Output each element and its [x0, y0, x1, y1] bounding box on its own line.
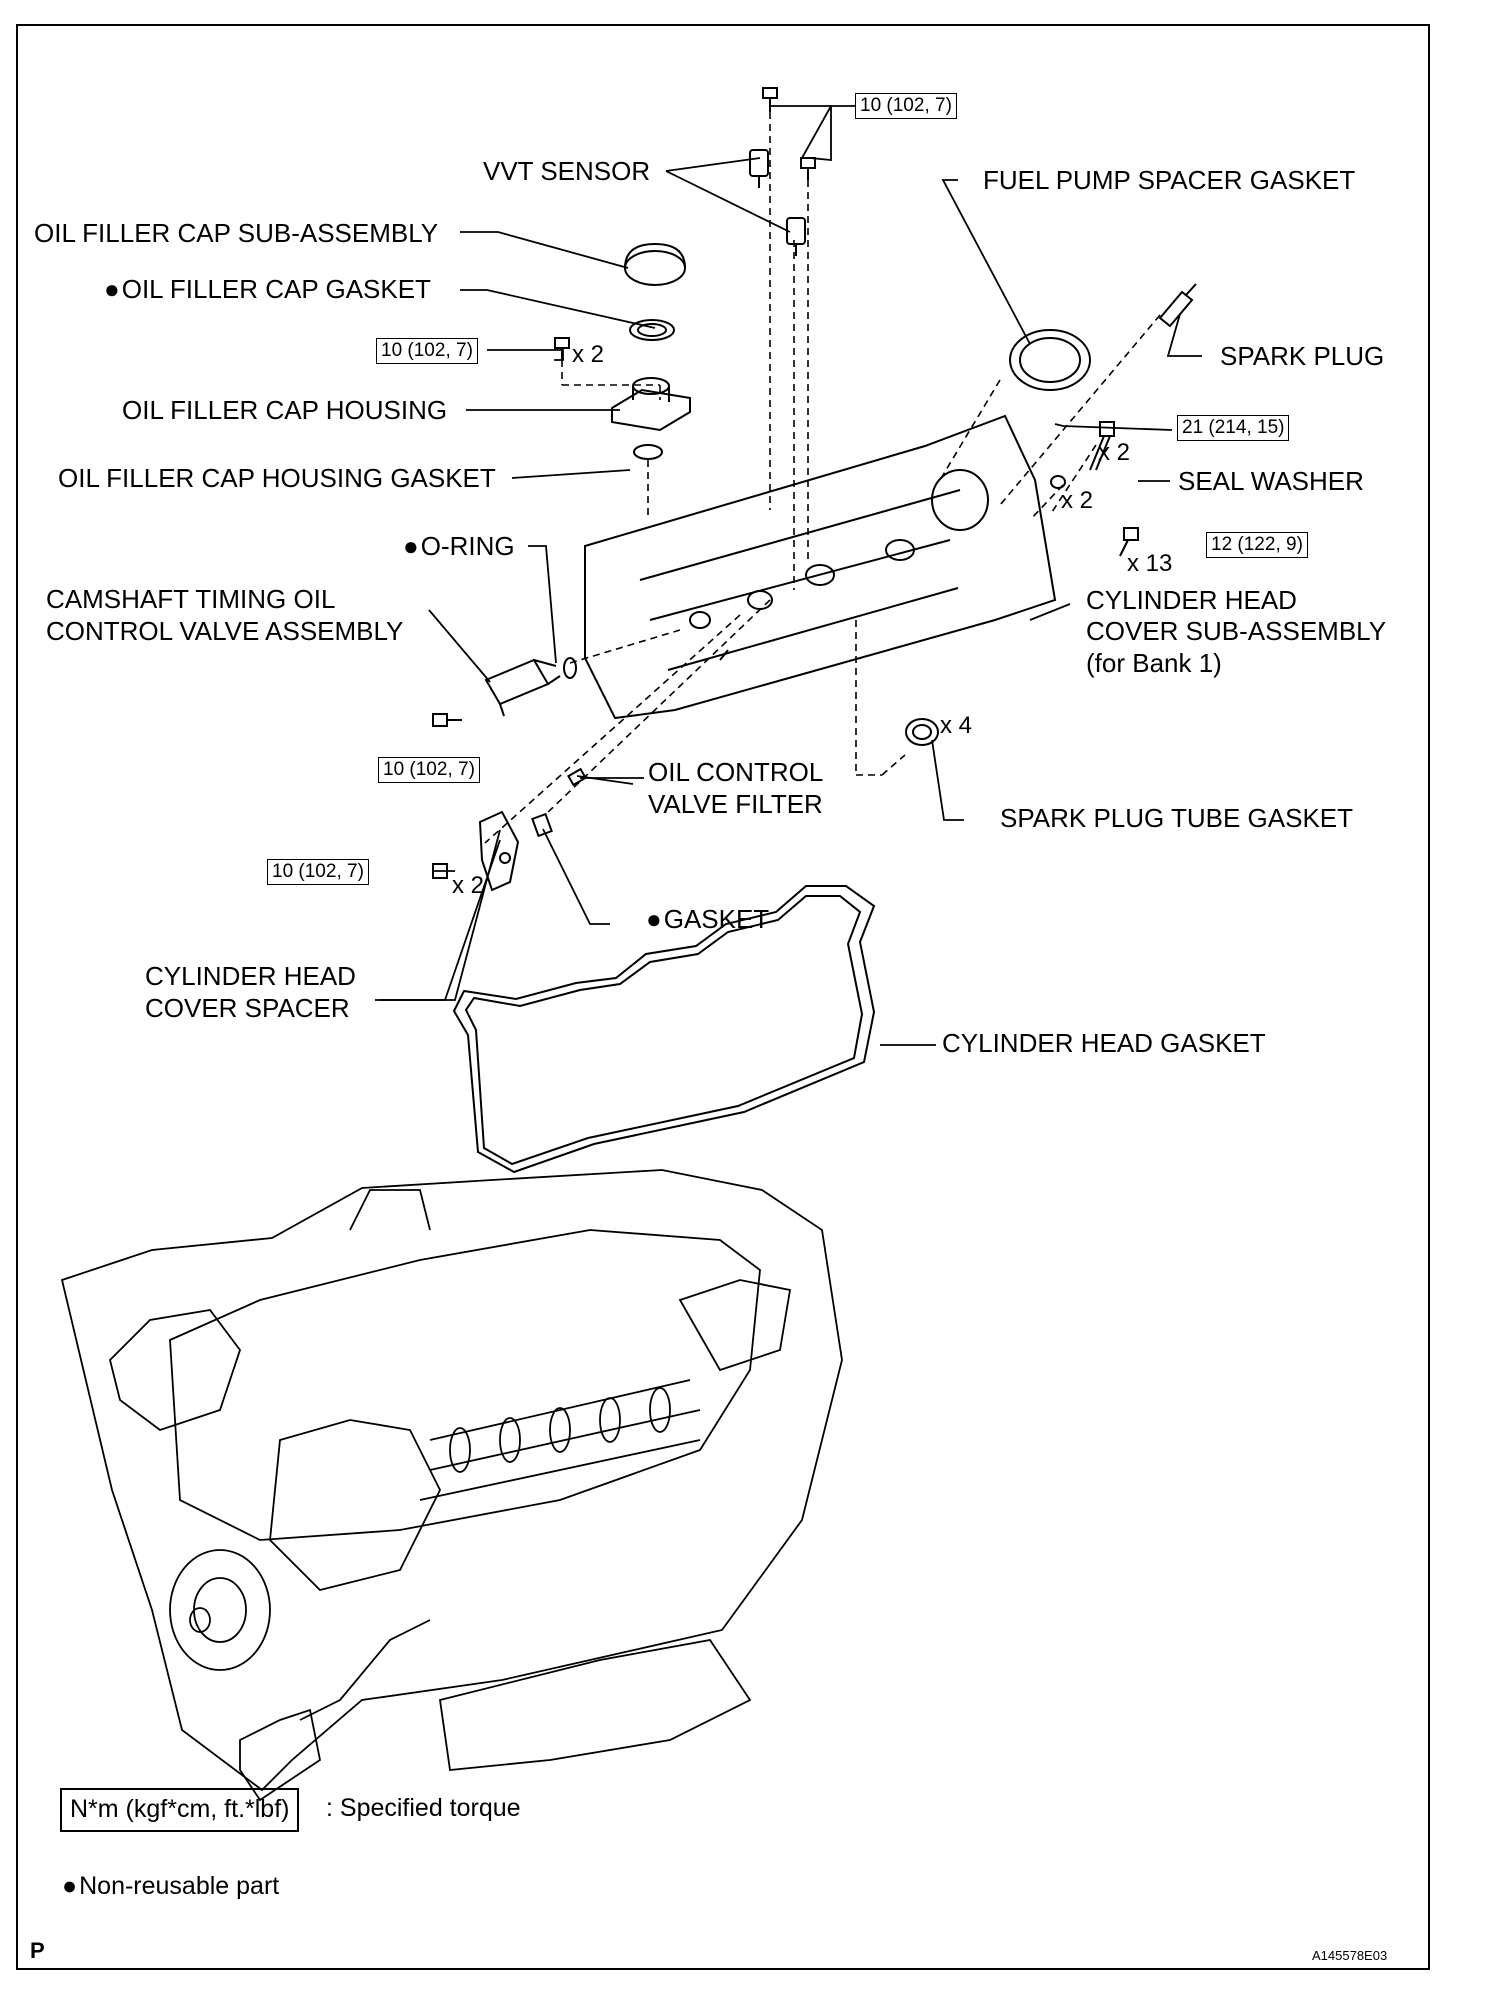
cover-bolt-icon	[1119, 527, 1139, 557]
oil-filler-cap-icon	[624, 242, 686, 286]
dashed-assembly-lines	[484, 112, 1161, 844]
qty-cover-bolts: x 13	[1127, 550, 1173, 577]
engine-assembly-icon	[60, 1169, 843, 1802]
qty-tube-gasket: x 4	[940, 712, 973, 739]
camshaft-timing-ocv-icon	[484, 658, 561, 717]
qty-stud-bolts: x 2	[1098, 439, 1131, 466]
qty-seal-washer: x 2	[1061, 487, 1094, 514]
spacer-bolt-icon	[432, 863, 448, 879]
label-camshaft-timing-line1: CAMSHAFT TIMING OIL	[46, 584, 336, 614]
spark-plug-tube-gasket-icon	[905, 718, 939, 746]
label-ocv-filter-line2: VALVE FILTER	[648, 789, 823, 819]
label-cylinder-head-gasket: CYLINDER HEAD GASKET	[942, 1028, 1266, 1058]
cylinder-head-cover-spacer-icon	[478, 810, 520, 892]
label-oil-filler-cap-sub-assembly: OIL FILLER CAP SUB-ASSEMBLY	[34, 218, 439, 248]
label-gasket: GASKET	[646, 904, 769, 934]
torque-vvt-bolts: 10 (102, 7)	[855, 93, 957, 119]
torque-spacer-bolts: 10 (102, 7)	[267, 859, 369, 885]
legend-non-reusable: Non-reusable part	[62, 1866, 279, 1906]
qty-housing-bolts: x 2	[572, 341, 605, 368]
figure-code: A145578E03	[1312, 1948, 1388, 1963]
legend-torque-desc: : Specified torque	[326, 1794, 521, 1822]
qty-spacer-bolts: x 2	[452, 872, 485, 899]
cylinder-head-cover-icon	[584, 414, 1057, 720]
torque-housing-bolts: 10 (102, 7)	[376, 338, 478, 364]
label-o-ring: O-RING	[403, 531, 515, 561]
o-ring-icon	[563, 657, 577, 679]
label-cyl-head-cover-spacer-line2: COVER SPACER	[145, 993, 350, 1023]
ocv-bolt-icon	[432, 713, 462, 727]
label-cyl-head-cover-line1: CYLINDER HEAD	[1086, 585, 1297, 615]
label-cyl-head-cover-line2: COVER SUB-ASSEMBLY	[1086, 616, 1387, 646]
corner-letter: P	[30, 1938, 45, 1963]
vvt-bolt-icon	[762, 87, 816, 180]
spark-plug-icon	[1158, 283, 1197, 328]
spacer-gasket-icon	[531, 812, 553, 838]
label-camshaft-timing-line2: CONTROL VALVE ASSEMBLY	[46, 616, 404, 646]
housing-bolt-icon	[554, 337, 570, 360]
label-oil-filler-cap-housing-gasket: OIL FILLER CAP HOUSING GASKET	[58, 463, 496, 493]
vvt-sensor-icon	[749, 149, 806, 256]
torque-cover-bolts: 12 (122, 9)	[1206, 532, 1308, 558]
oil-filler-cap-housing-icon	[611, 377, 691, 432]
oil-filler-cap-housing-gasket-icon	[633, 444, 663, 460]
seal-washer-icon	[1050, 475, 1066, 489]
label-vvt-sensor: VVT SENSOR	[483, 156, 651, 186]
label-fuel-pump-spacer-gasket: FUEL PUMP SPACER GASKET	[983, 165, 1356, 195]
label-oil-filler-cap-gasket: OIL FILLER CAP GASKET	[104, 274, 431, 304]
label-oil-filler-cap-housing: OIL FILLER CAP HOUSING	[122, 395, 448, 425]
diagram-frame	[16, 24, 1430, 1970]
label-spark-plug: SPARK PLUG	[1220, 341, 1385, 371]
fuel-pump-spacer-gasket-icon	[1009, 329, 1091, 391]
label-cyl-head-cover-line3: (for Bank 1)	[1086, 648, 1222, 678]
stud-bolt-icon	[1089, 421, 1115, 471]
legend-torque-unit-box: N*m (kgf*cm, ft.*lbf)	[60, 1788, 300, 1832]
oil-filler-cap-gasket-icon	[629, 319, 675, 341]
label-spark-plug-tube-gasket: SPARK PLUG TUBE GASKET	[1000, 803, 1354, 833]
leader-lines	[375, 105, 1202, 1046]
label-seal-washer: SEAL WASHER	[1178, 466, 1364, 496]
torque-ocv-bolt: 10 (102, 7)	[378, 757, 480, 783]
torque-stud-bolts: 21 (214, 15)	[1177, 415, 1290, 441]
label-cyl-head-cover-spacer-line1: CYLINDER HEAD	[145, 961, 356, 991]
cylinder-head-gasket-icon	[452, 885, 876, 1174]
oil-control-valve-filter-icon	[567, 767, 587, 787]
label-ocv-filter-line1: OIL CONTROL	[648, 757, 824, 787]
